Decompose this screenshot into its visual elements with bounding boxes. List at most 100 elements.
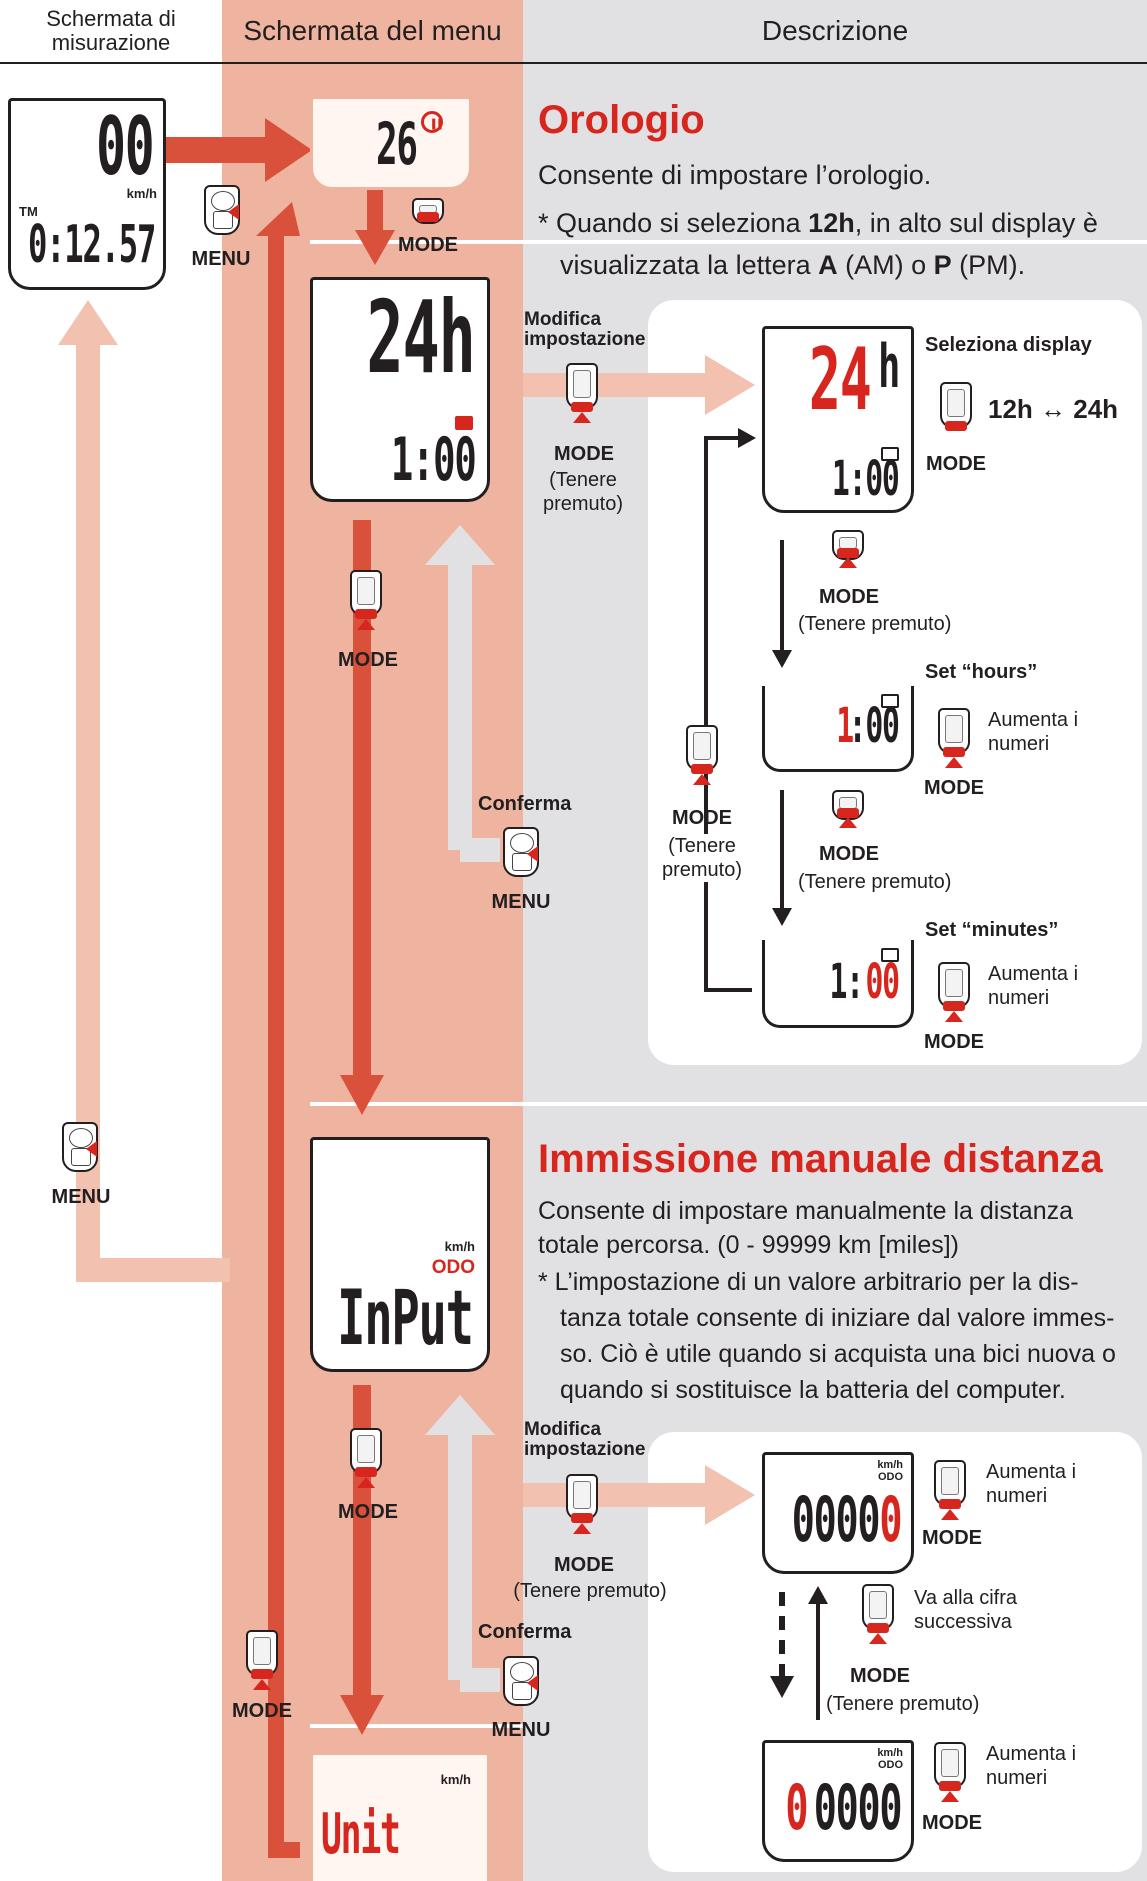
mode-button-icon (566, 1474, 598, 1520)
menu-label: MENU (191, 248, 251, 270)
mode-press-arrow-icon (693, 774, 711, 785)
mode-press-arrow-icon (839, 817, 857, 828)
mode-press-arrow-icon (941, 1509, 959, 1520)
unit-screen-unit: km/h (440, 1772, 471, 1787)
minutes-display: 00 (865, 954, 901, 1010)
odo-edit-screen-last-digit: km/h ODO 0000 0 (762, 1452, 914, 1574)
mode-press-indicator (867, 1623, 889, 1633)
format-h-display: h (877, 332, 900, 402)
mode-button-icon (686, 725, 718, 771)
mode-press-arrow-icon (869, 1633, 887, 1644)
return-arrow-head (58, 300, 118, 345)
odo-note-line4: quando si sostituisce la batteria del co… (560, 1376, 1066, 1404)
menu-label: MENU (491, 891, 551, 913)
mode-label: MODE (398, 234, 458, 256)
mode-press-indicator (571, 402, 593, 412)
mode-label: MODE (819, 843, 879, 865)
mode-label: MODE (338, 1501, 398, 1523)
toggle-label: 12h ↔ 24h (988, 394, 1119, 424)
mode-press-indicator (943, 1001, 965, 1011)
mode-press-arrow-icon (839, 557, 857, 568)
minutes-display: :00 (848, 698, 900, 754)
clock-menu-screen: 26 " (310, 96, 472, 190)
odo-edit-screen-first-digit: km/h ODO 0 0000 (762, 1740, 914, 1862)
mode-button-icon (938, 962, 970, 1008)
odo-note-line3: so. Ciò è utile quando si acquista una b… (560, 1340, 1116, 1368)
set-minutes-screen: 1: 00 (762, 940, 914, 1028)
format-time-display: 1:00 (832, 451, 900, 507)
mode-press-indicator (945, 421, 967, 431)
clock-indicator-icon (881, 694, 899, 708)
odo-section-title: Immissione manuale distanza (538, 1137, 1103, 1181)
odo-note-line1: * L’impostazione di un valore arbitrario… (538, 1268, 1079, 1296)
mode-press-indicator (691, 764, 713, 774)
hours-display: 1: (829, 954, 865, 1010)
menu-label: MENU (51, 1186, 111, 1208)
clock-indicator-icon (881, 447, 899, 461)
mode-button-icon (862, 1584, 894, 1630)
mode-press-arrow-icon (573, 412, 591, 423)
odo-unit: km/h (877, 1747, 903, 1759)
hold-label: (Tenere premuto) (798, 871, 952, 893)
clock-time-display: 1:00 (390, 425, 476, 495)
clock-note-line1: * Quando si seleziona 12h, in alto sul d… (538, 208, 1098, 238)
confirm-label: Conferma (478, 1621, 572, 1643)
mode-press-indicator (571, 1513, 593, 1523)
mode-button-icon (350, 570, 382, 616)
press-indicator-icon (527, 1675, 538, 1691)
mode-label: MODE (232, 1700, 292, 1722)
mode-label: MODE (922, 1527, 982, 1549)
mode-label: MODE (924, 1031, 984, 1053)
press-indicator-icon (228, 204, 239, 220)
clock-description: Consente di impostare l’orologio. (538, 160, 932, 190)
odo-digits: 0000 (813, 1771, 902, 1844)
mode-press-indicator (939, 1781, 961, 1791)
mode-press-indicator (837, 808, 859, 818)
set-hours-label: Set “hours” (925, 661, 1038, 683)
clock-menu-value: 26 (376, 110, 418, 178)
section-separator (310, 240, 1147, 244)
clock-section-title: Orologio (538, 98, 705, 142)
set-hours-screen: 1 :00 (762, 686, 914, 772)
mode-press-arrow-icon (357, 1477, 375, 1488)
hold-label: (Tenere premuto) (798, 613, 952, 635)
odo-input-screen: km/h ODO InPut (310, 1137, 490, 1372)
mode-press-arrow-icon (941, 1791, 959, 1802)
mode-label: MODE (554, 443, 614, 465)
header-menu: Schermata del menu (243, 15, 502, 46)
odo-description-line2: totale percorsa. (0 - 99999 km [miles]) (538, 1231, 959, 1259)
unit-display: Unit (321, 1802, 401, 1867)
odo-active-digit: 0 (879, 1483, 902, 1556)
odo-description-line1: Consente di impostare manualmente la dis… (538, 1197, 1074, 1225)
confirm-label: Conferma (478, 793, 572, 815)
mode-press-arrow-icon (573, 1523, 591, 1534)
hold-label: (Tenere premuto) (826, 1693, 980, 1715)
section-separator (310, 1724, 523, 1728)
down-arrow-head (355, 230, 395, 265)
panel-loop-arrow (704, 436, 752, 992)
mode-button-icon (246, 1630, 278, 1676)
format-red-display: 24 (809, 330, 872, 430)
unit-screen: km/h Unit (310, 1752, 490, 1881)
time-display: 0:12.57 (27, 215, 156, 275)
input-display: InPut (337, 1273, 474, 1362)
mode-label: MODE (554, 1554, 614, 1576)
clock-note-line2: visualizzata la lettera A (AM) o P (PM). (560, 250, 1026, 280)
odo-label: ODO (431, 1257, 475, 1278)
odo-note-line2: tanza totale consente di iniziare dal va… (560, 1304, 1115, 1332)
mode-press-indicator (251, 1669, 273, 1679)
mode-button-icon (566, 363, 598, 409)
clock-format-display: 24h (366, 279, 477, 396)
section-separator (310, 1102, 1147, 1106)
hours-display: 1 (836, 698, 854, 754)
